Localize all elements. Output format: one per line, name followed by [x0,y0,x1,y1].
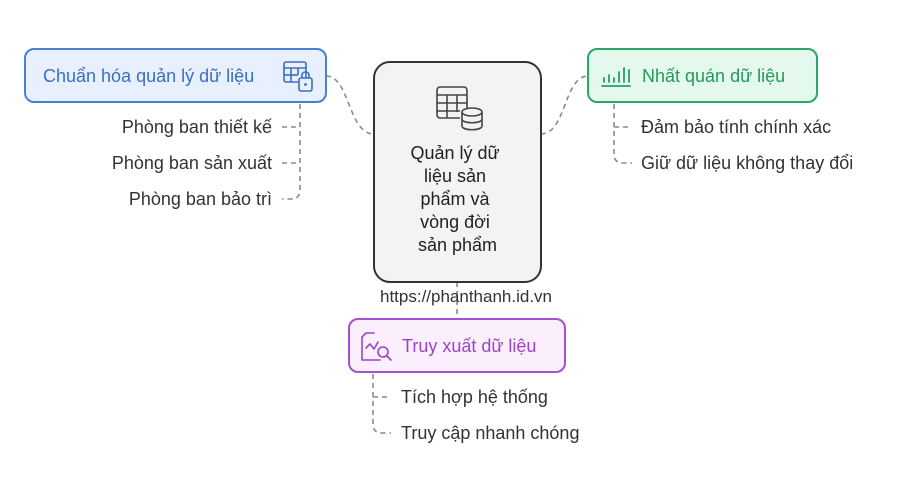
branch-standardize[interactable]: Chuẩn hóa quản lý dữ liệu [24,48,327,103]
center-line: liệu sản [424,166,486,186]
connector-consistency-items [613,104,632,164]
report-search-icon [361,332,392,361]
retrieval-item: Truy cập nhanh chóng [401,423,579,443]
center-line: Quản lý dữ [410,143,499,163]
center-line: vòng đời [420,212,490,232]
center-node[interactable]: Quản lý dữ liệu sản phẩm và vòng đời sản… [373,61,542,283]
branch-retrieval[interactable]: Truy xuất dữ liệu [348,318,566,373]
retrieval-item: Tích hợp hệ thống [401,387,548,407]
connector-standardize [325,75,375,135]
table-database-icon [436,86,484,131]
center-line: phẩm và [420,189,490,209]
connector-standardize-items [282,104,301,200]
connector-retrieval-items [372,374,391,434]
connector-consistency [540,75,589,135]
standardize-item: Phòng ban bảo trì [129,189,272,209]
standardize-item: Phòng ban thiết kế [122,117,272,137]
watermark-url: https://phanthanh.id.vn [380,287,552,306]
center-label: Quản lý dữ liệu sản phẩm và vòng đời sản… [410,143,504,255]
bar-chart-icon [601,67,631,87]
center-line: sản phẩm [418,235,497,255]
branch-standardize-label: Chuẩn hóa quản lý dữ liệu [43,66,254,86]
branch-consistency-label: Nhất quán dữ liệu [642,66,785,86]
consistency-item: Giữ dữ liệu không thay đổi [641,153,853,173]
branch-consistency[interactable]: Nhất quán dữ liệu [587,48,818,103]
branch-retrieval-label: Truy xuất dữ liệu [402,336,536,356]
consistency-item: Đảm bảo tính chính xác [641,117,831,137]
standardize-item: Phòng ban sản xuất [112,153,272,173]
table-lock-icon [283,61,313,92]
